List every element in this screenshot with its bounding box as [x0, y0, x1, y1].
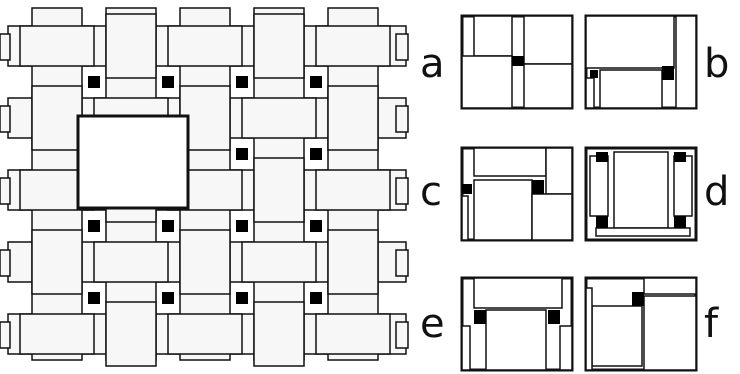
weave-over-vertical: [253, 157, 305, 223]
knot-mark: [162, 76, 174, 88]
weave-over-horizontal: [315, 169, 391, 211]
knot-mark: [88, 292, 100, 304]
weave-over-horizontal: [19, 313, 95, 355]
weave-over-vertical: [179, 229, 231, 295]
weave-over-horizontal: [315, 313, 391, 355]
knot-mark: [236, 292, 248, 304]
edge-stub: [0, 321, 11, 349]
weave-over-vertical: [105, 301, 157, 367]
option-c-tile[interactable]: [460, 146, 574, 242]
weave-over-vertical: [327, 229, 379, 295]
option-b-tile[interactable]: [584, 14, 698, 110]
knot-mark: [236, 220, 248, 232]
edge-stub: [395, 177, 409, 205]
knot-mark: [310, 220, 322, 232]
edge-stub: [0, 105, 11, 133]
edge-stub: [0, 249, 11, 277]
option-b-label: b: [704, 41, 730, 87]
edge-stub: [395, 321, 409, 349]
knot-mark: [236, 76, 248, 88]
knot-mark: [310, 292, 322, 304]
weave-over-horizontal: [93, 241, 169, 283]
missing-piece-hole: [76, 114, 190, 210]
option-f-tile[interactable]: [584, 276, 698, 372]
edge-stub: [0, 33, 11, 61]
knot-mark: [162, 220, 174, 232]
knot-mark: [88, 220, 100, 232]
option-e-label: e: [420, 301, 445, 347]
knot-mark: [88, 76, 100, 88]
edge-stub: [395, 249, 409, 277]
weave-over-vertical: [253, 13, 305, 79]
option-f-label: f: [704, 301, 719, 347]
weave-over-vertical: [31, 229, 83, 295]
edge-stub: [395, 33, 409, 61]
knot-mark: [310, 148, 322, 160]
woven-lattice: [0, 7, 409, 367]
weave-over-horizontal: [241, 241, 317, 283]
weave-over-vertical: [31, 85, 83, 151]
option-d-tile[interactable]: [584, 146, 698, 242]
weave-over-horizontal: [19, 25, 95, 67]
edge-stub: [0, 177, 11, 205]
option-a-label: a: [420, 41, 445, 87]
option-a-tile[interactable]: [460, 14, 574, 110]
option-d-label: d: [704, 169, 730, 215]
weave-over-vertical: [327, 85, 379, 151]
knot-mark: [162, 292, 174, 304]
weave-over-vertical: [105, 13, 157, 79]
option-c-label: c: [420, 169, 442, 215]
weave-over-vertical: [253, 301, 305, 367]
weave-over-horizontal: [167, 313, 243, 355]
weave-over-horizontal: [315, 25, 391, 67]
edge-stub: [395, 105, 409, 133]
weave-over-horizontal: [167, 25, 243, 67]
knot-mark: [236, 148, 248, 160]
option-e-tile[interactable]: [460, 276, 574, 372]
knot-mark: [310, 76, 322, 88]
weave-over-horizontal: [241, 97, 317, 139]
